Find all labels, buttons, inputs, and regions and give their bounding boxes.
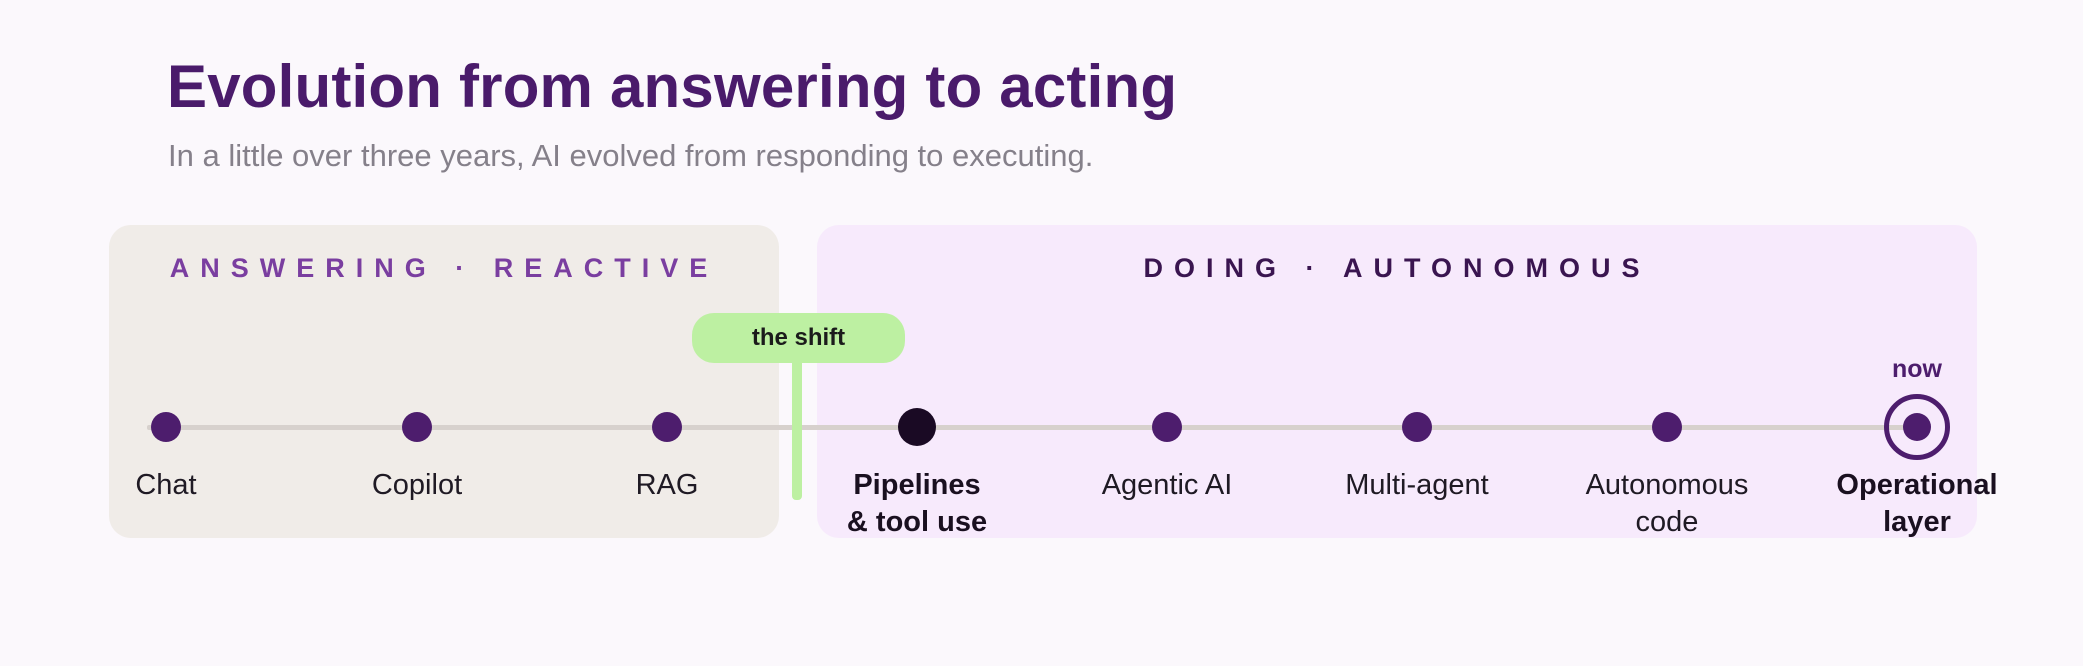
milestone-dot: [1652, 412, 1682, 442]
milestone-label: Operational layer: [1836, 469, 1998, 538]
milestone-dot: [151, 412, 181, 442]
milestone-label: Multi-agent: [1345, 469, 1489, 501]
doing-panel: DOING · AUTONOMOUS: [817, 225, 1977, 538]
milestone-label: RAG: [635, 469, 699, 501]
milestone-dot: [402, 412, 432, 442]
milestone-label: Chat: [135, 469, 197, 501]
milestone-label: Pipelines & tool use: [846, 469, 988, 538]
answering-panel-label: ANSWERING · REACTIVE: [169, 253, 719, 283]
milestone-dot-highlight: [898, 408, 936, 446]
milestone-label: Autonomous code: [1585, 469, 1749, 538]
doing-panel-label: DOING · AUTONOMOUS: [1143, 253, 1651, 283]
shift-marker-line: [792, 352, 802, 500]
shift-label: the shift: [692, 313, 905, 363]
page-subtitle: In a little over three years, AI evolved…: [168, 138, 1094, 173]
milestone-dot: [1152, 412, 1182, 442]
milestone-dot: [652, 412, 682, 442]
now-label: now: [1892, 355, 1942, 383]
timeline-line: [147, 425, 1917, 430]
page-title: Evolution from answering to acting: [167, 53, 1178, 120]
milestone-label: Copilot: [371, 469, 463, 501]
milestone-dot: [1402, 412, 1432, 442]
now-ring-icon: [1884, 394, 1950, 460]
answering-panel: ANSWERING · REACTIVE: [109, 225, 779, 538]
milestone-label: Agentic AI: [1101, 469, 1233, 501]
